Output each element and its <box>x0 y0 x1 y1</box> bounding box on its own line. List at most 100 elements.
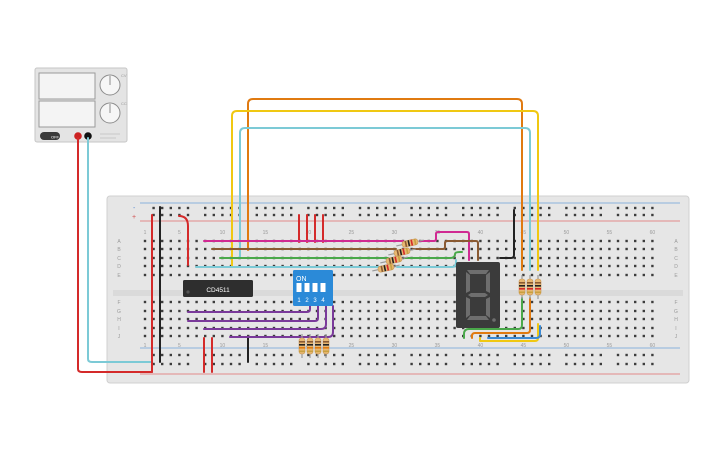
rail-hole[interactable] <box>522 362 525 366</box>
breadboard-hole[interactable] <box>178 239 181 243</box>
rail-hole[interactable] <box>427 206 430 210</box>
breadboard-hole[interactable] <box>410 247 413 251</box>
breadboard-hole[interactable] <box>582 300 585 304</box>
breadboard-hole[interactable] <box>212 300 215 304</box>
breadboard-hole[interactable] <box>298 317 301 321</box>
breadboard-hole[interactable] <box>350 273 353 277</box>
breadboard-hole[interactable] <box>376 309 379 313</box>
breadboard-hole[interactable] <box>642 334 645 338</box>
breadboard-hole[interactable] <box>565 273 568 277</box>
breadboard-hole[interactable] <box>573 239 577 243</box>
breadboard-hole[interactable] <box>513 264 516 268</box>
rail-hole[interactable] <box>419 206 422 210</box>
rail-hole[interactable] <box>436 206 439 210</box>
breadboard-hole[interactable] <box>608 264 611 268</box>
rail-hole[interactable] <box>599 362 602 366</box>
breadboard-hole[interactable] <box>401 326 405 330</box>
rail-hole[interactable] <box>281 213 284 217</box>
breadboard-hole[interactable] <box>591 256 594 260</box>
breadboard-hole[interactable] <box>169 326 172 330</box>
rail-hole[interactable] <box>530 353 534 357</box>
breadboard-hole[interactable] <box>651 309 654 313</box>
rail-hole[interactable] <box>530 206 534 210</box>
rail-hole[interactable] <box>427 213 430 217</box>
breadboard-hole[interactable] <box>376 273 379 277</box>
breadboard-hole[interactable] <box>212 256 215 260</box>
breadboard-hole[interactable] <box>195 317 198 321</box>
resistor-r7[interactable] <box>314 334 322 358</box>
breadboard-hole[interactable] <box>556 239 559 243</box>
breadboard-hole[interactable] <box>573 256 577 260</box>
breadboard-hole[interactable] <box>616 300 620 304</box>
rail-hole[interactable] <box>591 213 594 217</box>
breadboard-hole[interactable] <box>522 264 525 268</box>
breadboard-hole[interactable] <box>505 247 508 251</box>
breadboard-hole[interactable] <box>419 300 422 304</box>
rail-hole[interactable] <box>479 206 482 210</box>
breadboard-hole[interactable] <box>178 317 181 321</box>
breadboard-hole[interactable] <box>548 334 551 338</box>
rail-hole[interactable] <box>625 213 628 217</box>
breadboard-hole[interactable] <box>539 264 542 268</box>
breadboard-hole[interactable] <box>573 334 577 338</box>
breadboard-hole[interactable] <box>642 309 645 313</box>
rail-hole[interactable] <box>487 362 491 366</box>
breadboard-hole[interactable] <box>427 273 430 277</box>
breadboard-hole[interactable] <box>178 256 181 260</box>
breadboard-hole[interactable] <box>539 273 542 277</box>
breadboard-hole[interactable] <box>238 273 241 277</box>
breadboard-hole[interactable] <box>625 256 628 260</box>
rail-hole[interactable] <box>470 362 473 366</box>
rail-hole[interactable] <box>582 213 585 217</box>
breadboard-hole[interactable] <box>247 300 250 304</box>
rail-hole[interactable] <box>307 353 310 357</box>
breadboard-hole[interactable] <box>616 256 620 260</box>
breadboard-hole[interactable] <box>419 317 422 321</box>
breadboard-hole[interactable] <box>444 309 448 313</box>
breadboard-hole[interactable] <box>341 309 344 313</box>
breadboard-hole[interactable] <box>634 334 637 338</box>
resistor-bank-top[interactable] <box>372 237 425 274</box>
breadboard-hole[interactable] <box>505 309 508 313</box>
breadboard-hole[interactable] <box>573 326 577 330</box>
rail-hole[interactable] <box>152 362 155 366</box>
breadboard-hole[interactable] <box>496 247 499 251</box>
breadboard-hole[interactable] <box>591 309 594 313</box>
rail-hole[interactable] <box>333 206 336 210</box>
breadboard-hole[interactable] <box>616 247 620 251</box>
rail-hole[interactable] <box>384 362 387 366</box>
breadboard-hole[interactable] <box>350 309 353 313</box>
rail-hole[interactable] <box>204 206 207 210</box>
breadboard-hole[interactable] <box>539 300 542 304</box>
rail-hole[interactable] <box>462 362 465 366</box>
breadboard-hole[interactable] <box>616 317 620 321</box>
dip-toggle-4[interactable] <box>320 283 326 292</box>
breadboard-hole[interactable] <box>591 264 594 268</box>
breadboard-hole[interactable] <box>513 309 516 313</box>
breadboard-hole[interactable] <box>556 300 559 304</box>
rail-hole[interactable] <box>384 213 387 217</box>
breadboard-hole[interactable] <box>634 247 637 251</box>
breadboard-hole[interactable] <box>221 300 224 304</box>
breadboard-hole[interactable] <box>427 317 430 321</box>
breadboard-hole[interactable] <box>625 300 628 304</box>
rail-hole[interactable] <box>513 362 516 366</box>
breadboard-hole[interactable] <box>608 334 611 338</box>
breadboard-hole[interactable] <box>625 334 628 338</box>
rail-hole[interactable] <box>229 362 233 366</box>
breadboard-hole[interactable] <box>556 334 559 338</box>
resistor-r1[interactable] <box>396 237 425 249</box>
resistor-r10[interactable] <box>526 275 534 299</box>
breadboard-hole[interactable] <box>178 334 181 338</box>
breadboard-hole[interactable] <box>616 334 620 338</box>
rail-hole[interactable] <box>496 206 499 210</box>
breadboard-hole[interactable] <box>169 300 172 304</box>
rail-hole[interactable] <box>487 213 491 217</box>
breadboard-hole[interactable] <box>436 239 439 243</box>
resistor-r8[interactable] <box>322 334 330 358</box>
breadboard-hole[interactable] <box>341 334 344 338</box>
breadboard-hole[interactable] <box>229 273 233 277</box>
breadboard-hole[interactable] <box>161 247 164 251</box>
breadboard-hole[interactable] <box>221 317 224 321</box>
breadboard-hole[interactable] <box>358 317 362 321</box>
